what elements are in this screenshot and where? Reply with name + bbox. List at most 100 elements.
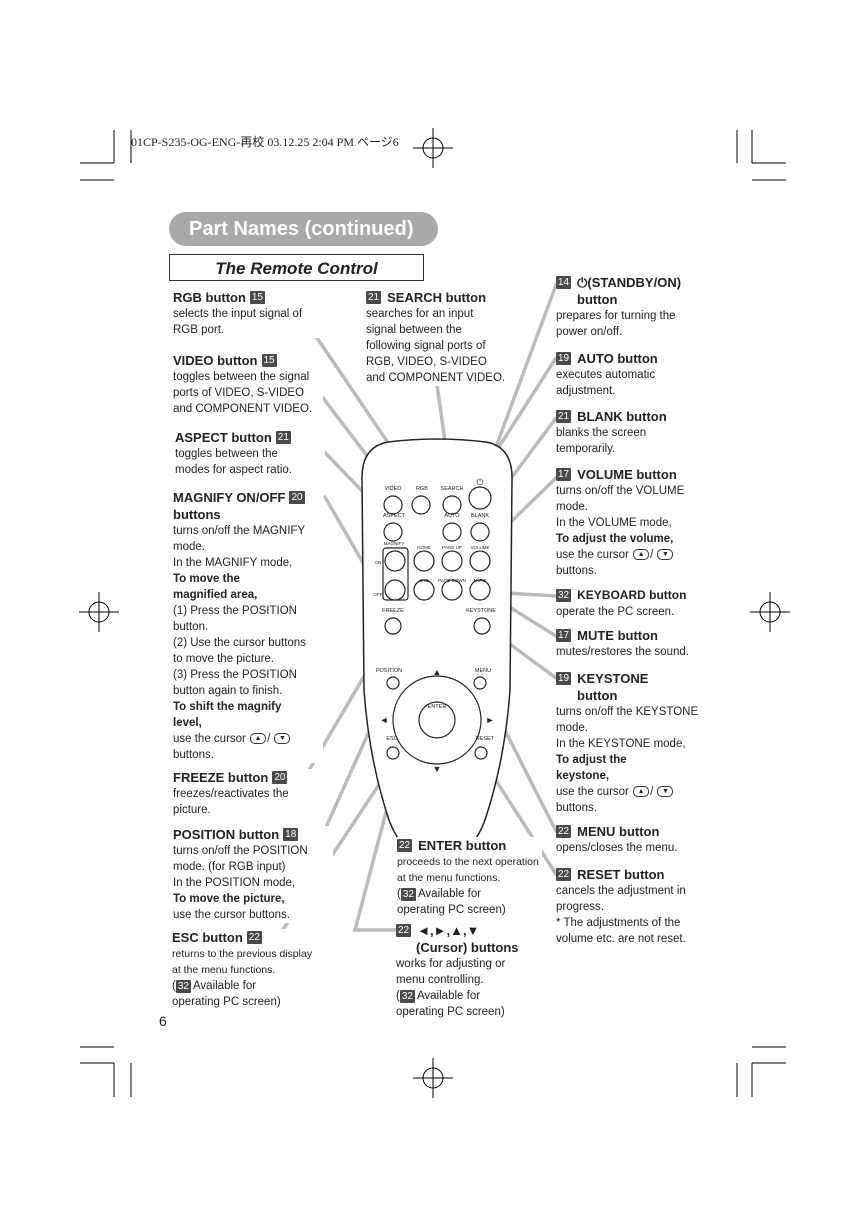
left-aspect-badge: 21 [275, 431, 291, 444]
middle-enter-l1: proceeds to the next operation [397, 856, 539, 868]
middle-cursor-badge2: 32 [399, 990, 415, 1004]
middle-enter-badge2: 32 [400, 888, 416, 902]
left-magnify-l10: use the cursor [173, 733, 246, 745]
right-blank-badge: 21 [556, 410, 572, 423]
remote-reset-label: RESET [476, 736, 495, 742]
left-position-l1: turns on/off the POSITION [173, 845, 308, 857]
right-standby-badge: 14 [556, 276, 572, 289]
remote-volume-label: VOLUME [470, 545, 489, 550]
middle-cursor-badge: 22 [396, 924, 412, 937]
left-magnify-l11: buttons. [173, 749, 214, 761]
remote-pagedown-label: PAGE DOWN [438, 578, 466, 583]
left-magnify-l1: turns on/off the MAGNIFY [173, 525, 306, 537]
middle-enter-l4: operating PC screen) [397, 904, 506, 916]
cursor-down-icon: ▼ [274, 733, 291, 745]
remote-keystone-label: KEYSTONE [466, 608, 496, 614]
right-reset-desc-1: progress. [556, 901, 604, 913]
left-esc-badge: 22 [246, 931, 262, 944]
left-position-title: POSITION button [173, 827, 280, 842]
right-standby-title2: button [577, 292, 618, 307]
remote-off-label: OFF [374, 592, 383, 597]
right-auto-desc-0: executes automatic [556, 369, 656, 381]
middle-search-desc-3: RGB, VIDEO, S-VIDEO [366, 356, 487, 368]
remote-left-arrow: ◄ [380, 715, 389, 725]
cursor-up-icon: ▲ [250, 733, 267, 745]
left-esc-l4: operating PC screen) [172, 996, 281, 1008]
left-magnify-b4: level, [173, 717, 202, 729]
remote-down-arrow: ▼ [433, 764, 442, 774]
right-reset-badge: 22 [556, 868, 572, 881]
remote-power-label: ⏻ [476, 477, 483, 487]
right-volume-l5: buttons. [556, 565, 597, 577]
page-number: 6 [159, 1013, 167, 1029]
middle-search-desc-1: signal between the [366, 324, 462, 336]
remote-aspect-label: ASPECT [383, 513, 406, 519]
left-magnify-title2: buttons [173, 507, 221, 522]
left-esc-open: ( [172, 980, 176, 992]
right-keystone-l5: buttons. [556, 802, 597, 814]
left-freeze-title: FREEZE button [173, 770, 269, 785]
right-auto-desc-1: adjustment. [556, 385, 616, 397]
middle-search-desc-2: following signal ports of [366, 340, 486, 352]
left-freeze-desc-1: picture. [173, 804, 211, 816]
remote-freeze-label: FREEZE [382, 608, 404, 614]
left-rgb-desc-1: RGB port. [173, 324, 225, 336]
right-volume-l2: mode. [556, 501, 588, 513]
cursor-down-icon: ▼ [657, 786, 674, 798]
middle-enter-badge: 22 [397, 839, 413, 852]
middle-cursor-title: (Cursor) buttons [416, 940, 519, 955]
right-keystone-l2: mode. [556, 722, 588, 734]
right-mute-badge: 17 [556, 629, 572, 642]
left-aspect-title: ASPECT button [175, 430, 272, 445]
right-keystone-l3: In the KEYSTONE mode, [556, 738, 686, 750]
remote-position-label: POSITION [376, 668, 402, 674]
remote-menu-label: MENU [475, 668, 491, 674]
left-freeze-desc-0: freezes/reactivates the [173, 788, 289, 800]
middle-search-desc-4: and COMPONENT VIDEO. [366, 372, 506, 384]
right-volume-badge: 17 [556, 468, 572, 481]
right-volume-sep: / [650, 549, 654, 561]
left-position-l3: In the POSITION mode, [173, 877, 296, 889]
right-keyboard-title: KEYBOARD button [577, 588, 687, 602]
left-video-desc-0: toggles between the signal [173, 371, 310, 383]
middle-cursor-l4: operating PC screen) [396, 1006, 505, 1018]
left-magnify-l3: In the MAGNIFY mode, [173, 557, 293, 569]
right-keystone-badge: 19 [556, 672, 572, 685]
right-menu-desc-0: opens/closes the menu. [556, 842, 678, 854]
left-rgb-desc-0: selects the input signal of [173, 308, 303, 320]
right-mute-title: MUTE button [577, 628, 658, 643]
right-keyboard-desc-0: operate the PC screen. [556, 606, 675, 618]
right-menu-badge: 22 [556, 825, 572, 838]
right-keystone-l4: use the cursor [556, 786, 629, 798]
right-volume-l1: turns on/off the VOLUME [556, 485, 685, 497]
left-video-desc-2: and COMPONENT VIDEO. [173, 403, 313, 415]
left-esc-l1: returns to the previous display [172, 948, 313, 960]
left-magnify-b3: To shift the magnify [173, 701, 282, 713]
cursor-buttons-desc: 22◄,►,▲,▼ (Cursor) buttons works for adj… [396, 922, 541, 1020]
left-position-l4: use the cursor buttons. [173, 909, 290, 921]
middle-cursor-l3: Available for [416, 990, 481, 1002]
left-freeze-badge: 20 [272, 771, 288, 784]
right-keystone-l1: turns on/off the KEYSTONE [556, 706, 699, 718]
right-standby-desc-0: prepares for turning the [556, 310, 676, 322]
cursor-up-icon: ▲ [633, 786, 650, 798]
left-magnify-l9: button again to finish. [173, 685, 283, 697]
middle-enter-l2: at the menu functions. [397, 872, 501, 884]
left-aspect-desc-1: modes for aspect ratio. [175, 464, 292, 476]
right-blank-desc-0: blanks the screen [556, 427, 647, 439]
right-volume-b1: To adjust the volume, [556, 533, 674, 545]
left-position-b1: To move the picture, [173, 893, 285, 905]
